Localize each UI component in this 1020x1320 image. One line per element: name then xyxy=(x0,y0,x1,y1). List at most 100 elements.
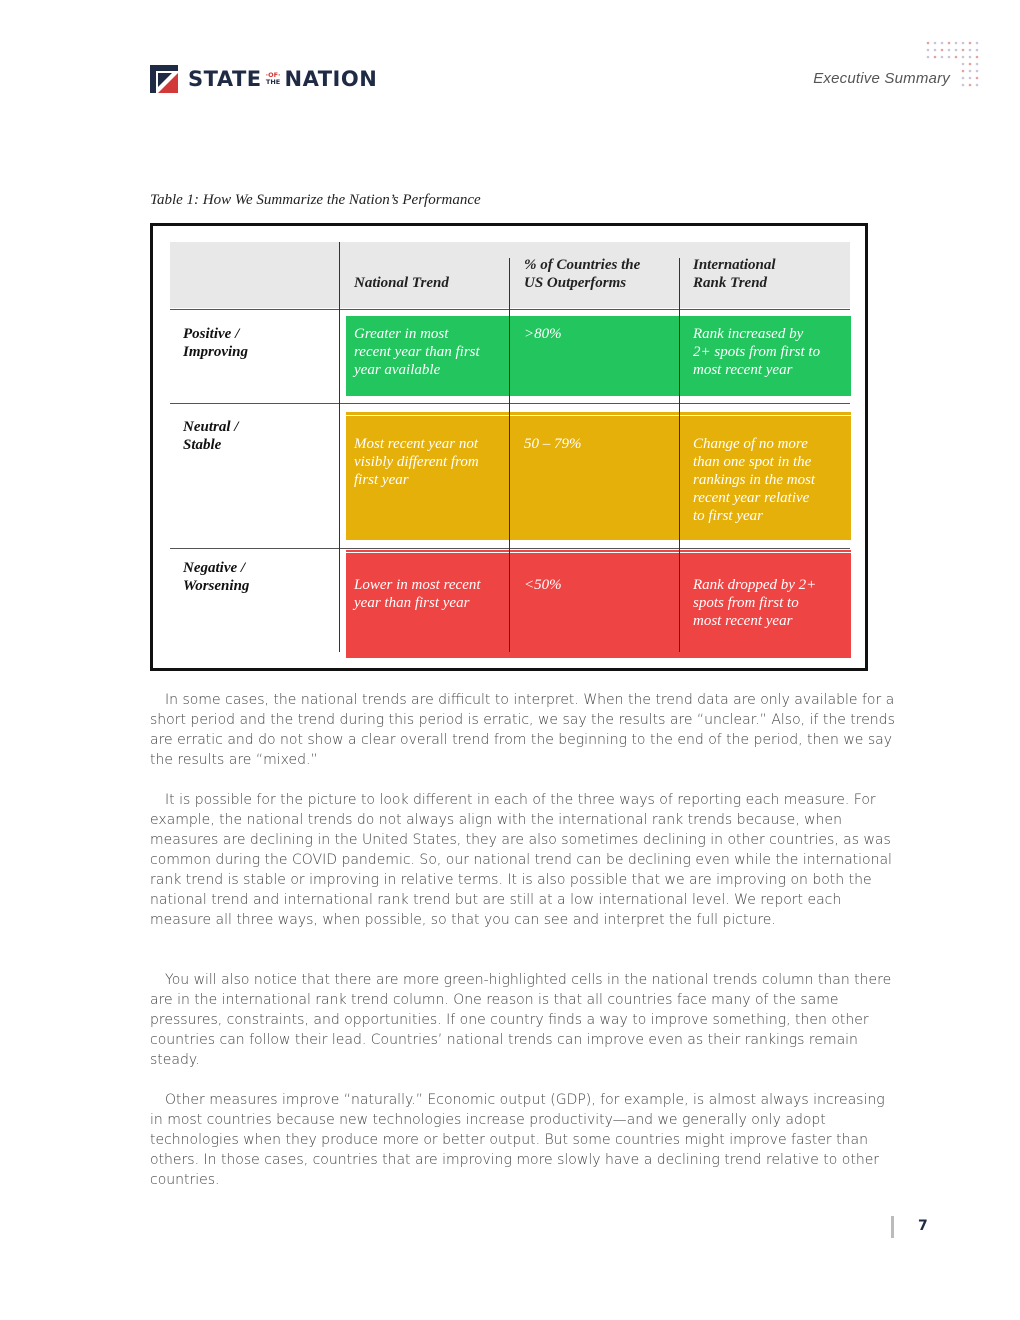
grid-dot xyxy=(961,55,965,59)
column-divider xyxy=(339,242,340,652)
grid-dot xyxy=(926,55,930,59)
grid-dot xyxy=(926,48,930,52)
grid-dot xyxy=(968,55,972,59)
row-label-neutral: Neutral / Stable xyxy=(183,418,238,454)
neutral-band xyxy=(346,412,851,540)
grid-dot xyxy=(975,55,979,59)
cell-positive-percent: >80% xyxy=(524,325,562,343)
logo-text-the: THE xyxy=(265,78,281,86)
column-divider xyxy=(679,258,680,652)
grid-dot xyxy=(968,69,972,73)
row-label-positive: Positive / Improving xyxy=(183,325,248,361)
grid-dot xyxy=(961,41,965,45)
cell-neutral-national: Most recent year not visibly different f… xyxy=(354,435,479,489)
grid-dot xyxy=(968,76,972,80)
row-label-negative: Negative / Worsening xyxy=(183,559,249,595)
row-divider xyxy=(170,309,850,310)
grid-dot xyxy=(940,48,944,52)
grid-dot xyxy=(954,41,958,45)
column-divider xyxy=(509,258,510,652)
grid-dot xyxy=(933,55,937,59)
logo-text-left: STATE xyxy=(188,67,262,91)
grid-dot xyxy=(968,62,972,66)
positive-band xyxy=(346,316,851,396)
section-label: Executive Summary xyxy=(813,70,950,87)
row-label-line: Worsening xyxy=(183,578,250,594)
col-header-line: National Trend xyxy=(354,275,449,291)
row-label-line: Neutral / xyxy=(183,419,239,435)
band-highlight xyxy=(346,415,851,416)
cell-line: most recent year xyxy=(693,362,793,378)
cell-negative-national: Lower in most recent year than first yea… xyxy=(354,576,481,612)
band-highlight xyxy=(346,552,851,553)
cell-line: 50 – 79% xyxy=(524,436,582,452)
row-label-line: Stable xyxy=(183,437,222,453)
performance-table: National Trend % of Countries the US Out… xyxy=(150,223,868,671)
cell-line: Rank increased by xyxy=(693,326,804,342)
cell-line: than one spot in the xyxy=(693,454,812,470)
grid-dot xyxy=(961,83,965,87)
cell-line: first year xyxy=(354,472,409,488)
grid-dot xyxy=(975,83,979,87)
cell-line: year than first year xyxy=(354,595,470,611)
col-header-line: Rank Trend xyxy=(693,275,768,291)
grid-dot xyxy=(954,55,958,59)
page-number-bar xyxy=(891,1216,894,1238)
cell-positive-rank: Rank increased by 2+ spots from first to… xyxy=(693,325,820,379)
cell-line: >80% xyxy=(524,326,562,342)
row-divider xyxy=(170,403,850,404)
cell-neutral-percent: 50 – 79% xyxy=(524,435,582,453)
cell-line: spots from first to xyxy=(693,595,799,611)
cell-line: Lower in most recent xyxy=(354,577,481,593)
grid-dot xyxy=(954,48,958,52)
cell-line: rankings in the most xyxy=(693,472,816,488)
grid-dot xyxy=(975,41,979,45)
row-label-line: Positive / xyxy=(183,326,240,342)
row-label-line: Negative / xyxy=(183,560,246,576)
grid-dot xyxy=(968,41,972,45)
grid-dot xyxy=(968,48,972,52)
body-paragraph: Other measures improve “naturally.” Econ… xyxy=(150,1092,885,1188)
grid-dot xyxy=(961,48,965,52)
col-header-line: % of Countries the xyxy=(524,257,641,273)
cell-line: Most recent year not xyxy=(354,436,478,452)
grid-dot xyxy=(975,48,979,52)
cell-line: Rank dropped by 2+ xyxy=(693,577,817,593)
grid-dot xyxy=(968,83,972,87)
negative-band xyxy=(346,550,851,658)
logo-text-of: ·OF· xyxy=(265,71,281,79)
col-header-national-trend: National Trend xyxy=(354,274,449,292)
row-divider xyxy=(170,548,850,549)
grid-dot xyxy=(940,55,944,59)
cell-line: recent year relative xyxy=(693,490,810,506)
grid-dot xyxy=(926,41,930,45)
grid-dot xyxy=(940,41,944,45)
col-header-line: International xyxy=(693,257,776,273)
grid-dot xyxy=(933,48,937,52)
cell-line: Change of no more xyxy=(693,436,808,452)
cell-line: <50% xyxy=(524,577,562,593)
grid-dot xyxy=(947,48,951,52)
body-paragraph: In some cases, the national trends are d… xyxy=(150,692,895,768)
grid-dot xyxy=(933,41,937,45)
table-header-band xyxy=(170,242,850,308)
logo-text-mid: ·OF· THE xyxy=(266,72,281,86)
grid-dot xyxy=(961,76,965,80)
cell-negative-percent: <50% xyxy=(524,576,562,594)
dot-grid-icon xyxy=(926,41,979,87)
row-label-line: Improving xyxy=(183,344,249,360)
col-header-line: US Outperforms xyxy=(524,275,627,291)
cell-line: year available xyxy=(354,362,441,378)
cell-line: most recent year xyxy=(693,613,793,629)
logo-mark-icon xyxy=(150,65,178,93)
grid-dot xyxy=(947,41,951,45)
cell-line: recent year than first xyxy=(354,344,480,360)
grid-dot xyxy=(975,76,979,80)
cell-line: visibly different from xyxy=(354,454,479,470)
grid-dot xyxy=(947,55,951,59)
grid-dot xyxy=(975,62,979,66)
table-caption: Table 1: How We Summarize the Nation’s P… xyxy=(150,192,481,208)
grid-dot xyxy=(961,69,965,73)
logo: STATE ·OF· THE NATION xyxy=(150,64,377,94)
grid-dot xyxy=(961,62,965,66)
